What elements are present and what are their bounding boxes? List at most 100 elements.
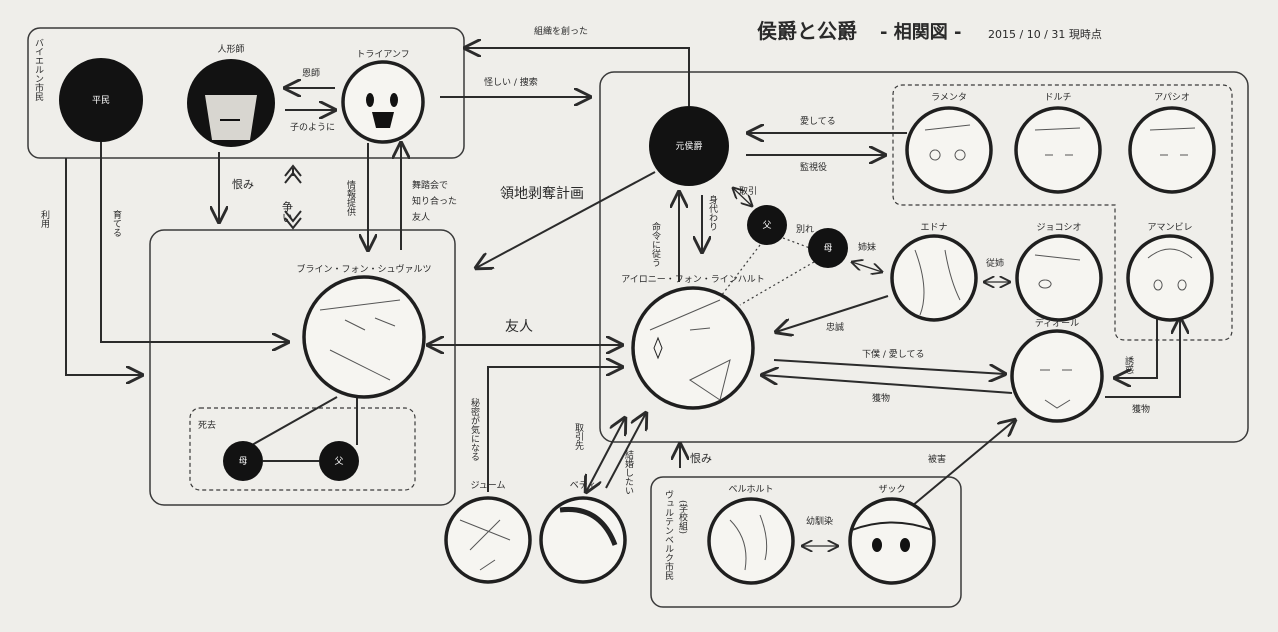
- use-arrow: [65, 158, 142, 375]
- bryne-parents-lines: [242, 396, 358, 462]
- client-label: 取引先: [573, 423, 584, 451]
- bavaria-group-box: [27, 27, 465, 159]
- deal-label: 取引: [739, 186, 757, 197]
- node-betty[interactable]: ベティ: [539, 480, 627, 584]
- node-bryne-mother[interactable]: 母: [223, 441, 263, 481]
- node-jum[interactable]: ジューム: [444, 480, 532, 584]
- prey2-label: 獲物: [1132, 403, 1150, 415]
- jum-portrait: [459, 519, 511, 571]
- client-arrow: [586, 418, 625, 492]
- former-marquis-label: 元侯爵: [675, 140, 702, 152]
- founded-label: 組織を創った: [534, 25, 588, 37]
- deceased-label: 死去: [198, 419, 216, 431]
- node-triumph[interactable]: トライアンフ: [341, 49, 425, 144]
- dior-portrait: [1040, 369, 1072, 409]
- diagram-date: 2015 / 10 / 31 現時点: [988, 28, 1102, 41]
- zack-portrait: [851, 521, 933, 531]
- dolce-label: ドルチ: [1044, 92, 1071, 103]
- ironie-label: アイロニー・フォン・ラインハルト: [621, 274, 765, 285]
- ironie-portrait: [649, 299, 731, 401]
- berthold-portrait: [729, 514, 768, 571]
- watcher-label: 監視役: [800, 161, 827, 173]
- mentor-label: 恩師: [302, 67, 320, 79]
- victim-label: 被害: [928, 453, 946, 465]
- apasio-label: アパシオ: [1154, 92, 1190, 103]
- servant-love-label: 下僕 / 愛してる: [862, 348, 924, 360]
- node-commoner[interactable]: 平民: [59, 58, 143, 142]
- secret-arrow: [487, 367, 622, 492]
- node-amabile[interactable]: アマンビレ: [1126, 222, 1214, 322]
- loyalty-label: 忠誠: [826, 321, 844, 333]
- lamenta-label: ラメンタ: [931, 92, 967, 103]
- node-bryne[interactable]: ブライン・フォン・シュヴァルツ: [296, 263, 432, 399]
- bryne-mother-label: 母: [238, 456, 247, 467]
- marquis-group-box: [599, 71, 1249, 443]
- wurttemberg-group-label: ヴュルテンベルク市民: [663, 490, 674, 581]
- conflict-arrows: [284, 164, 302, 230]
- node-berthold[interactable]: ベルホルト: [707, 484, 795, 585]
- wurttemberg-group-box: [650, 476, 962, 608]
- raise-arrow: [100, 142, 288, 342]
- marry-arrow: [605, 413, 646, 489]
- marry-label: 結婚したい: [623, 449, 634, 495]
- berthold-label: ベルホルト: [728, 484, 773, 495]
- diagram-title: 侯爵と公爵: [757, 19, 857, 43]
- amabile-label: アマンビレ: [1147, 222, 1192, 233]
- conflict-label: 争い: [281, 200, 294, 223]
- grudge2-label: 恨み: [690, 451, 712, 465]
- node-puppeteer[interactable]: 人形師: [187, 43, 275, 147]
- edna-portrait: [914, 249, 961, 316]
- triumph-label: トライアンフ: [356, 49, 409, 60]
- obey-label: 命令に従う: [650, 221, 661, 267]
- node-ironie[interactable]: アイロニー・フォン・ラインハルト: [621, 274, 765, 410]
- deceased-group-box: [189, 407, 416, 491]
- node-dior[interactable]: ディオール: [1010, 317, 1104, 423]
- ball-friend-label-1: 舞踏会で: [412, 179, 448, 191]
- node-edna[interactable]: エドナ: [890, 222, 978, 322]
- temptation-label: 誘惑: [1123, 355, 1134, 374]
- prey-label: 獲物: [872, 392, 890, 404]
- founded-arrow: [465, 48, 690, 106]
- secret-label: 秘密が気になる: [469, 397, 480, 461]
- father-label: 父: [762, 220, 771, 231]
- giocoso-label: ジョコシオ: [1036, 222, 1081, 233]
- wurttemberg-group-note: (学校組): [677, 500, 688, 534]
- puppeteer-label: 人形師: [217, 43, 244, 55]
- bavaria-group-label: バイエルン市民: [33, 38, 44, 102]
- servants-group-box: [892, 84, 1233, 341]
- node-dolce[interactable]: ドルチ: [1014, 92, 1102, 194]
- node-giocoso[interactable]: ジョコシオ: [1015, 222, 1103, 322]
- node-apasio[interactable]: アパシオ: [1128, 92, 1216, 194]
- node-mother[interactable]: 母: [808, 228, 848, 268]
- loves-label: 愛してる: [800, 115, 836, 127]
- plan-label: 領地剥奪計画: [500, 185, 584, 202]
- friend-label: 友人: [505, 319, 533, 335]
- node-bryne-father[interactable]: 父: [319, 441, 359, 481]
- node-lamenta[interactable]: ラメンタ: [905, 92, 993, 194]
- temptation-arrow: [1115, 315, 1158, 378]
- zack-label: ザック: [878, 484, 905, 495]
- prey-arrow: [762, 375, 1013, 394]
- sisters-label: 姉妹: [858, 241, 876, 253]
- amabile-portrait: [1147, 248, 1193, 291]
- dior-label: ディオール: [1035, 317, 1079, 329]
- deal-arrow: [733, 188, 752, 206]
- node-zack[interactable]: ザック: [848, 484, 936, 585]
- plan-arrow: [476, 171, 656, 268]
- victim-arrow: [911, 420, 1015, 507]
- node-former-marquis[interactable]: 元侯爵: [649, 106, 729, 186]
- commoner-label: 平民: [92, 95, 110, 106]
- suspicious-label: 怪しい / 捜索: [484, 76, 538, 88]
- parted-label: 別れ: [796, 224, 814, 235]
- node-father[interactable]: 父: [747, 205, 787, 245]
- childhood-label: 幼馴染: [806, 515, 833, 527]
- prey2-arrow: [1105, 318, 1180, 398]
- info-label: 情報提供: [345, 179, 356, 217]
- parents-dotted-lines: [717, 237, 815, 306]
- mother-label: 母: [823, 243, 832, 254]
- raise-label: 育てる: [111, 209, 122, 237]
- servant-love-arrow: [773, 359, 1005, 374]
- cousin-label: 従姉: [986, 257, 1004, 269]
- substitute-label: 身代わり: [707, 194, 718, 231]
